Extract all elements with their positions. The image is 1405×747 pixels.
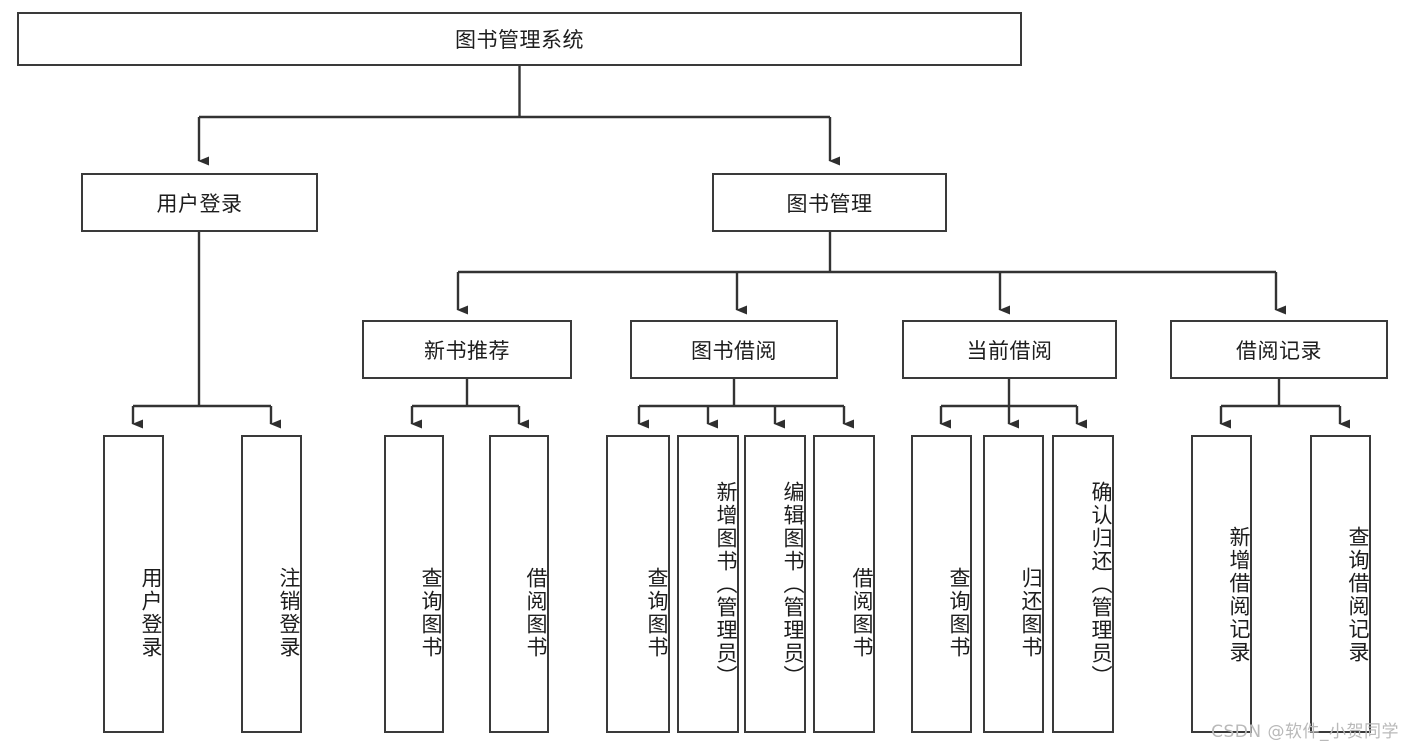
node-new-book-recommend[interactable]: 新书推荐 [362,320,572,379]
node-label: 当前借阅 [966,338,1053,363]
node-borrow-record[interactable]: 借阅记录 [1170,320,1388,379]
leaf-borrow-record-query[interactable]: 查询借阅记录 [1310,435,1371,733]
node-label: 新增借阅记录 [1227,526,1251,664]
leaf-book-borrow-borrow[interactable]: 借阅图书 [813,435,875,733]
leaf-current-borrow-query[interactable]: 查询图书 [911,435,972,733]
node-user-login[interactable]: 用户登录 [81,173,318,232]
node-label: 借阅记录 [1236,338,1322,363]
leaf-book-borrow-add[interactable]: 新增图书（管理员） [677,435,739,733]
node-label: 编辑图书（管理员） [781,480,805,688]
node-current-borrow[interactable]: 当前借阅 [902,320,1117,379]
node-label: 图书借阅 [691,338,777,363]
node-label: 查询图书 [645,567,669,659]
node-label: 新增图书（管理员） [714,480,738,688]
node-label: 用户登录 [156,191,243,216]
leaf-user-login-logout[interactable]: 注销登录 [241,435,302,733]
leaf-new-book-query[interactable]: 查询图书 [384,435,444,733]
node-label: 借阅图书 [524,567,548,659]
leaf-new-book-borrow[interactable]: 借阅图书 [489,435,549,733]
node-label: 注销登录 [277,567,301,659]
leaf-book-borrow-query[interactable]: 查询图书 [606,435,670,733]
node-book-management[interactable]: 图书管理 [712,173,947,232]
leaf-book-borrow-edit[interactable]: 编辑图书（管理员） [744,435,806,733]
node-label: 图书管理系统 [455,28,584,52]
node-label: 确认归还（管理员） [1089,480,1113,688]
node-label: 用户登录 [139,567,163,659]
node-label: 查询借阅记录 [1346,526,1370,664]
node-label: 借阅图书 [850,567,874,659]
node-label: 图书管理 [786,191,873,216]
leaf-borrow-record-add[interactable]: 新增借阅记录 [1191,435,1252,733]
node-label: 查询图书 [419,567,443,659]
node-label: 查询图书 [947,567,971,659]
node-book-borrow[interactable]: 图书借阅 [630,320,838,379]
node-label: 新书推荐 [424,338,510,363]
node-root-system[interactable]: 图书管理系统 [17,12,1022,66]
leaf-current-borrow-confirm[interactable]: 确认归还（管理员） [1052,435,1114,733]
leaf-current-borrow-return[interactable]: 归还图书 [983,435,1044,733]
csdn-watermark: CSDN @软件_小贺同学 [1211,722,1399,742]
leaf-user-login-login[interactable]: 用户登录 [103,435,164,733]
node-label: 归还图书 [1019,567,1043,659]
